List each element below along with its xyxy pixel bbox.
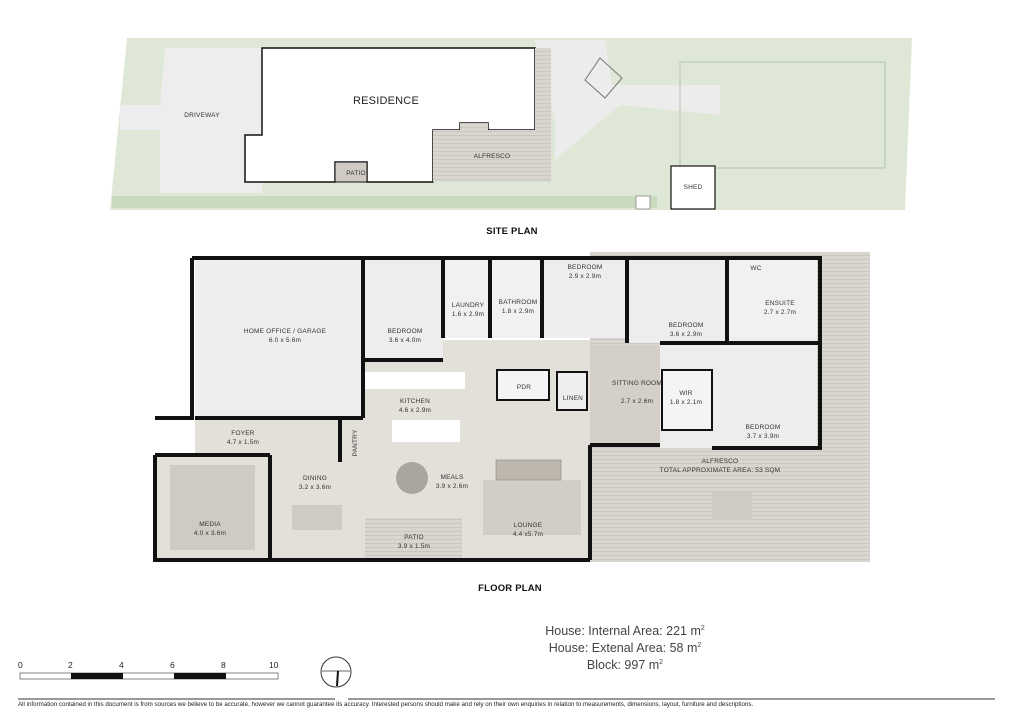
site-plan: RESIDENCE DRIVEWAY PATIO ALFRESCO SHED S… [110,38,912,237]
room-size: 3.2 x 3.6m [299,484,331,491]
alfresco-label: ALFRESCO [474,153,511,160]
room-size: 3.9 x 2.6m [436,483,468,490]
site-alfresco [433,48,551,182]
internal-area: House: Internal Area: 221 m2 [545,624,705,638]
ensuite [727,258,817,338]
bedroom-1 [363,258,443,360]
patio-label: PATIO [346,170,366,177]
room-name: KITCHEN [400,398,430,405]
room-size: 6.0 x 5.6m [269,337,301,344]
room-size: 4.6 x 2.9m [399,407,431,414]
meals-table [396,462,428,494]
north-arrow-icon [320,656,352,688]
kitchen-island [392,420,460,442]
room-name: HOME OFFICE / GARAGE [244,328,327,335]
external-area: House: Extenal Area: 58 m2 [548,641,702,655]
disclaimer: All information contained in this docume… [18,701,754,708]
sofa [495,459,562,481]
driveway-label: DRIVEWAY [184,112,220,119]
floor-plan: HOME OFFICE / GARAGE 6.0 x 5.6m BEDROOM … [153,252,870,594]
room-name: WIR [679,390,692,397]
room-size: 1.8 x 2.1m [670,399,702,406]
path [535,40,720,160]
bedroom-2 [542,258,627,338]
room-size: 3.6 x 4.0m [389,337,421,344]
media-rug [170,465,255,550]
patio-floor [365,518,462,560]
room-name: LAUNDRY [452,302,485,309]
scale-bar [19,672,279,680]
room-name: BATHROOM [499,299,538,306]
room-name: LINEN [563,395,583,402]
bathroom [490,258,542,338]
wir [661,369,713,431]
room-size: 3.9 x 1.5m [398,543,430,550]
room-name: ENSUITE [765,300,795,307]
pergola-icon [584,57,623,99]
room-size: 3.6 x 2.9m [670,331,702,338]
laundry [443,258,490,338]
room-size: 4.0 x 3.6m [194,530,226,537]
room-name: PATIO [404,534,424,541]
driveway [120,48,262,193]
floor-plan-title: FLOOR PLAN [478,583,542,594]
room-name: BEDROOM [388,328,423,335]
scale-tick: 8 [221,660,226,670]
gate [635,195,651,210]
room-name: MEDIA [199,521,221,528]
site-patio [334,161,368,183]
lounge-rug [483,480,581,535]
site-plan-title: SITE PLAN [486,226,537,237]
scale-tick: 0 [18,660,23,670]
alfresco-note: TOTAL APPROXIMATE AREA: 53 SQM [660,467,781,474]
room-name: SITTING ROOM [612,380,662,387]
dining-table [292,505,342,530]
shed-label: SHED [684,184,703,191]
alfresco-table [712,492,752,520]
room-size: 2.7 x 2.6m [621,398,653,405]
kitchen-bench [365,372,465,389]
room-name: BEDROOM [746,424,781,431]
room-size: 2.7 x 2.7m [764,309,796,316]
room-name: DINING [303,475,327,482]
room-name: PDR [517,384,531,391]
scale-tick: 10 [269,660,279,670]
block-area: Block: 997 m2 [586,658,664,672]
residence-label: RESIDENCE [353,95,419,107]
scale-tick: 4 [119,660,124,670]
room-size: 4.4 x5.7m [513,531,543,538]
linen [556,371,588,411]
room-name: BEDROOM [568,264,603,271]
room-size: 3.7 x 3.9m [747,433,779,440]
scale-tick: 6 [170,660,175,670]
room-name: MEALS [440,474,464,481]
lawn-plot [679,61,886,169]
room-name: PANTRY [352,429,359,456]
room-name: FOYER [231,430,254,437]
pdr [496,369,550,401]
room-name: WC [750,265,761,272]
room-size: 1.8 x 2.9m [502,308,534,315]
room-name: BEDROOM [669,322,704,329]
shed [670,165,716,210]
room-size: 2.9 x 2.9m [569,273,601,280]
room-size: 4.7 x 1.5m [227,439,259,446]
room-size: 1.6 x 2.9m [452,311,484,318]
walls [153,256,822,562]
alfresco-name: ALFRESCO [702,458,739,465]
scale-tick: 2 [68,660,73,670]
hedge [112,196,657,208]
sitting-room [590,345,660,445]
garage [195,258,363,416]
bedroom-3 [627,258,727,343]
room-name: LOUNGE [514,522,543,529]
